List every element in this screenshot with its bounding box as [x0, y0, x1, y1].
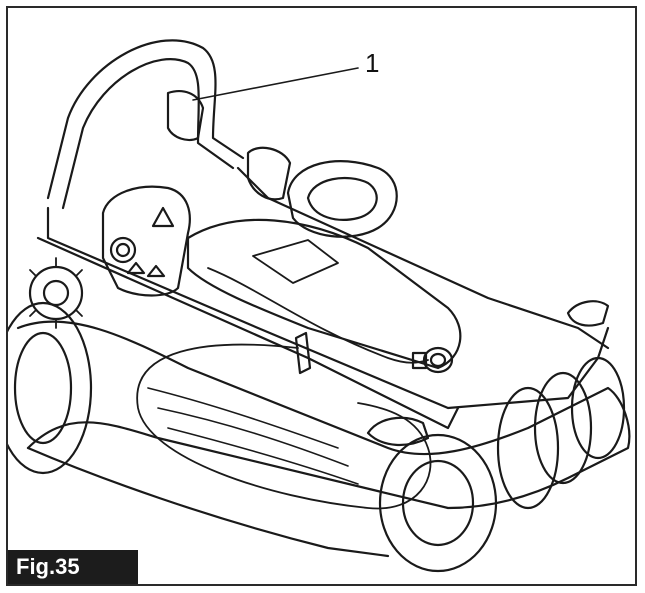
handle-bar-outer	[46, 39, 245, 200]
height-adjust-knob	[28, 257, 84, 329]
deck-lever-front	[366, 416, 430, 447]
handle-side-bar	[36, 236, 460, 430]
figure-label: Fig.35	[8, 550, 138, 584]
handle-lower-bar-right	[236, 166, 610, 350]
grass-box-window	[252, 239, 339, 284]
mower-deck	[16, 320, 631, 510]
callout-number-1: 1	[365, 48, 380, 78]
handle-bracket	[246, 146, 292, 201]
cable-loop	[136, 343, 432, 510]
deck-lever-back	[566, 300, 610, 327]
switch-box	[101, 185, 191, 297]
switch-arrows-icon	[126, 261, 166, 278]
handle-lower-bar-left	[46, 206, 610, 410]
deck-skirt	[26, 446, 390, 558]
handle-bar-inner	[61, 58, 235, 210]
callout-leader-1	[192, 67, 359, 101]
cable-clip	[294, 331, 312, 375]
rear-wheel-left	[8, 301, 93, 475]
figure-frame: 1 Fig.35	[6, 6, 637, 586]
grass-box	[186, 218, 462, 370]
power-cable	[207, 267, 429, 364]
cable-plug	[411, 346, 454, 374]
lawnmower-illustration	[8, 39, 631, 573]
front-wheel-right	[378, 433, 498, 573]
handle-grip-1	[166, 90, 205, 142]
switch-arrow-up-icon	[151, 206, 175, 228]
deck-ribs	[147, 387, 359, 485]
safety-button	[109, 236, 137, 264]
grass-box-handle	[286, 160, 398, 238]
